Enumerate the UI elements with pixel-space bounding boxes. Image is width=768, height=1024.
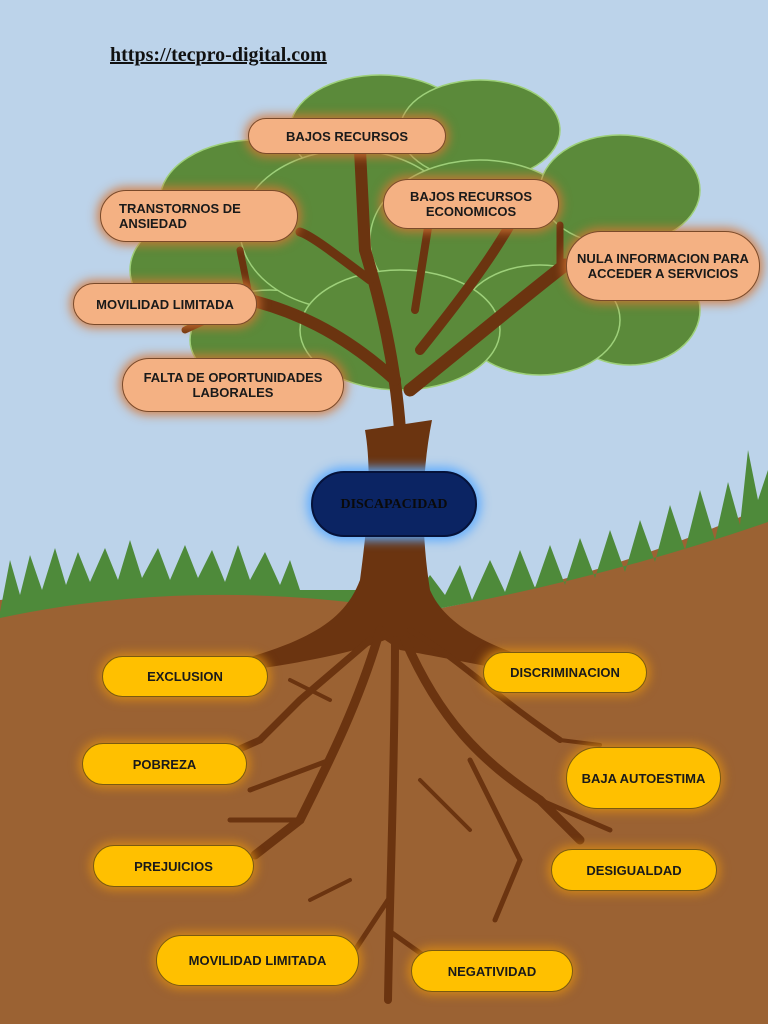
cause-baja-autoestima: BAJA AUTOESTIMA [566, 747, 721, 809]
effect-nula-informacion: NULA INFORMACION PARA ACCEDER A SERVICIO… [566, 231, 760, 301]
effect-bajos-recursos-economicos: BAJOS RECURSOS ECONOMICOS [383, 179, 559, 229]
center-problem: DISCAPACIDAD [311, 471, 477, 537]
cause-prejuicios: PREJUICIOS [93, 845, 254, 887]
effect-movilidad-limitada: MOVILIDAD LIMITADA [73, 283, 257, 325]
cause-pobreza: POBREZA [82, 743, 247, 785]
cause-negatividad: NEGATIVIDAD [411, 950, 573, 992]
effect-falta-oportunidades: FALTA DE OPORTUNIDADES LABORALES [122, 358, 344, 412]
cause-exclusion: EXCLUSION [102, 656, 268, 697]
effect-transtornos-ansiedad: TRANSTORNOS DE ANSIEDAD [100, 190, 298, 242]
website-link[interactable]: https://tecpro-digital.com [110, 44, 327, 67]
cause-movilidad-limitada: MOVILIDAD LIMITADA [156, 935, 359, 986]
cause-discriminacion: DISCRIMINACION [483, 652, 647, 693]
effect-bajos-recursos: BAJOS RECURSOS [248, 118, 446, 154]
cause-desigualdad: DESIGUALDAD [551, 849, 717, 891]
